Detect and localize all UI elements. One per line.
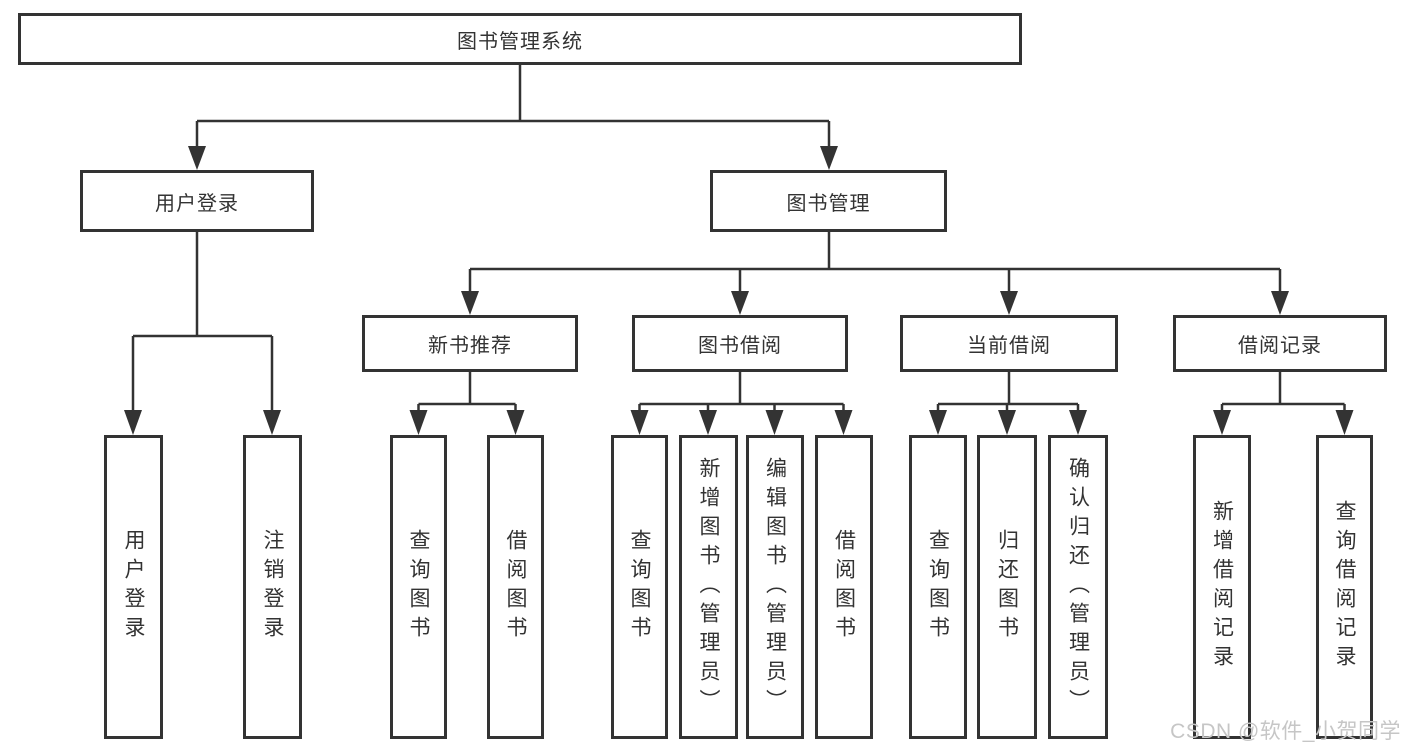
leaf-label: 借阅图书 [832,529,856,645]
leaf-borrow-books: 借阅图书 [815,435,873,739]
leaf-confirm-return-admin: 确认归还（管理员） [1048,435,1108,739]
node-book-borrow: 图书借阅 [632,315,848,372]
leaf-label: 新增借阅记录 [1210,500,1234,674]
node-label: 当前借阅 [967,335,1051,357]
leaf-recommend-query-books: 查询图书 [390,435,447,739]
node-label: 新书推荐 [428,335,512,357]
node-label: 图书管理系统 [457,30,583,53]
leaf-borrow-query-books: 查询图书 [611,435,668,739]
leaf-add-borrow-record: 新增借阅记录 [1193,435,1251,739]
node-user-login: 用户登录 [80,170,314,232]
leaf-recommend-borrow-books: 借阅图书 [487,435,544,739]
node-current-borrow: 当前借阅 [900,315,1118,372]
node-borrow-records: 借阅记录 [1173,315,1387,372]
node-label: 用户登录 [155,192,239,215]
leaf-label: 归还图书 [995,529,1019,645]
leaf-label: 新增图书（管理员） [697,456,720,718]
leaf-label: 确认归还（管理员） [1066,456,1090,718]
leaf-label: 编辑图书（管理员） [763,456,787,718]
leaf-label: 查询借阅记录 [1333,500,1356,674]
node-new-book-recommend: 新书推荐 [362,315,578,372]
leaf-current-query-books: 查询图书 [909,435,967,739]
leaf-label: 查询图书 [628,529,651,645]
leaf-return-books: 归还图书 [977,435,1037,739]
leaf-user-login: 用户登录 [104,435,163,739]
leaf-logout: 注销登录 [243,435,302,739]
node-library-management-system: 图书管理系统 [18,13,1022,65]
node-label: 图书借阅 [698,335,782,357]
csdn-watermark: CSDN @软件_小贺同学 [1170,720,1401,743]
leaf-edit-books-admin: 编辑图书（管理员） [746,435,804,739]
leaf-query-borrow-record: 查询借阅记录 [1316,435,1373,739]
leaf-add-books-admin: 新增图书（管理员） [679,435,738,739]
leaf-label: 查询图书 [926,529,950,645]
leaf-label: 用户登录 [122,529,145,645]
leaf-label: 查询图书 [407,529,430,645]
node-book-management: 图书管理 [710,170,947,232]
node-label: 借阅记录 [1238,335,1322,357]
node-label: 图书管理 [786,192,871,215]
leaf-label: 借阅图书 [504,529,527,645]
leaf-label: 注销登录 [261,529,284,645]
